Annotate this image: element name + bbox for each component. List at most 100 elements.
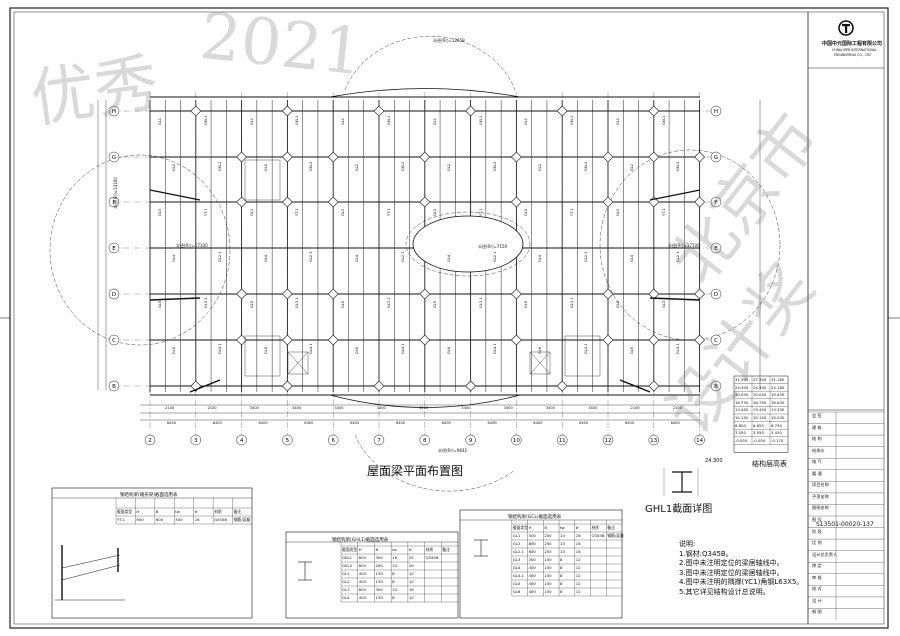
dimension-label-bottom: 6400 — [350, 421, 360, 425]
beam-label: GL5 — [158, 300, 162, 308]
beam-label: GL4.1 — [401, 343, 405, 354]
column-node — [419, 196, 431, 208]
column-node — [236, 151, 248, 163]
section-top-elevation: 24.300 — [705, 458, 723, 464]
column-node — [327, 151, 339, 163]
beam-label: GL3 — [158, 208, 162, 216]
dimension-label-top: 3400 — [419, 406, 429, 410]
table-cell: 150 — [375, 571, 383, 576]
column-node — [281, 288, 293, 300]
title-block-label: 项目名称 — [812, 482, 829, 488]
dimension-label-top: 3400 — [461, 406, 471, 410]
beam-label: GL3.1 — [570, 297, 575, 308]
axis-bubble: 4 — [236, 434, 247, 446]
axis-bubble: H — [710, 105, 722, 117]
column-node — [694, 196, 706, 208]
axis-letter-label: C — [714, 338, 718, 344]
table-cell: 钢筋/混凝 — [233, 517, 251, 522]
column-node — [419, 288, 431, 300]
top-curve-edge — [329, 88, 521, 98]
beam-label: GL1 — [524, 117, 529, 125]
beam-label: GL1 — [249, 117, 254, 125]
table-cell: 300 — [175, 517, 183, 522]
axis-number-label: 4 — [240, 438, 244, 444]
radius-left: 半径(Rr)=14160 — [112, 177, 118, 209]
column-node — [465, 380, 477, 392]
beam-label: GKL1 — [478, 115, 483, 125]
dimension-label-bottom: 6400 — [624, 421, 635, 425]
beam-label: GL2 — [172, 163, 176, 171]
table-cell: GL4 — [512, 565, 521, 570]
beam-label: GL3 — [432, 208, 437, 216]
structural-grid — [112, 92, 720, 436]
section-title: GHL1截面详图 — [645, 504, 713, 515]
beam-label: GL3.1 — [295, 297, 300, 308]
title-block-label: 阶 段 — [812, 528, 822, 534]
axis-bubble: 3 — [190, 434, 202, 446]
dimension-label-top: 3400 — [503, 406, 513, 410]
dimension-label-top: 3400 — [588, 406, 598, 410]
column-node — [648, 105, 660, 117]
dimension-label-bottom: 6400 — [670, 421, 680, 425]
elevation-cell: 19.930 — [771, 392, 785, 398]
elevation-cell: 10.150 — [735, 415, 749, 420]
column-node — [602, 196, 614, 208]
table-cell: 10 — [392, 563, 397, 568]
note-item: 4.图中未注明的隅撑(YC1)角钢L63X5。 — [679, 578, 804, 586]
table-cell: GL2 — [512, 541, 521, 546]
column-node — [281, 196, 293, 208]
table-cell: 400 — [528, 581, 536, 586]
beam-label: GKL2 — [584, 161, 589, 171]
beam-layout — [149, 88, 706, 408]
column-node — [510, 288, 522, 300]
axis-bubble: 9 — [465, 434, 476, 446]
column-node — [694, 151, 706, 163]
axis-number-label: 5 — [286, 438, 290, 444]
table-cell: 150 — [375, 595, 383, 600]
column-node — [327, 288, 339, 300]
axis-bubble: F — [710, 196, 722, 208]
elev-table-title: 结构层高表 — [752, 460, 787, 468]
beam-label: GL3.1 — [203, 297, 208, 308]
table-cell: 400 — [528, 589, 536, 594]
dimension-label-top: 2100 — [630, 406, 640, 410]
beam-label: GL5 — [524, 300, 529, 308]
table-cell: 150 — [544, 581, 552, 586]
dimension-label-top: 2100 — [207, 406, 217, 410]
cantilever-strut — [649, 297, 701, 301]
table-header-cell: tf — [194, 509, 198, 514]
axis-letter-label: H — [714, 109, 718, 115]
axis-bubble: E — [710, 242, 722, 254]
table-cell: 150 — [544, 557, 552, 562]
axis-letter-label: H — [112, 109, 116, 115]
elevation-cell: -0.050 — [735, 437, 748, 443]
axis-bubble: E — [108, 242, 120, 254]
dimension-label-top: 3400 — [334, 406, 344, 410]
table-header-cell: H — [528, 525, 532, 530]
beam-label: GL2.1 — [492, 251, 497, 262]
dimension-label-bottom: 6400 — [441, 421, 451, 425]
beam-label: YT-1 — [295, 208, 300, 216]
column-node — [281, 380, 293, 392]
axis-letter-label: E — [112, 246, 116, 252]
table-cell: 12 — [408, 579, 414, 584]
elevation-cell: 3.430 — [771, 430, 782, 436]
beam-label: GL2 — [446, 163, 451, 171]
table-cell: 25 — [408, 555, 414, 560]
table1-title: 钢结构梁(箱形梁)截面选用表 — [120, 493, 178, 498]
beam-label: YT-1 — [203, 208, 208, 216]
elevation-cell: 24.300 — [735, 384, 749, 390]
beam-label: GL4 — [538, 254, 543, 262]
beam-label: GL6 — [172, 346, 176, 354]
table-cell: 16 — [575, 549, 581, 554]
elevation-cell: 13.330 — [771, 407, 785, 413]
beam-label: GL1 — [341, 117, 346, 125]
company-name-en-1: CHINA IPPR INTERNATIONAL — [832, 48, 877, 52]
beam-label: GKL2 — [217, 161, 222, 171]
axis-number-label: 13 — [650, 438, 657, 444]
dimension-label-bottom: 6400 — [579, 421, 589, 425]
table-cell: 400 — [528, 565, 536, 570]
bottom-curve-edge — [329, 394, 521, 408]
table-cell: GKL1 — [342, 555, 352, 560]
